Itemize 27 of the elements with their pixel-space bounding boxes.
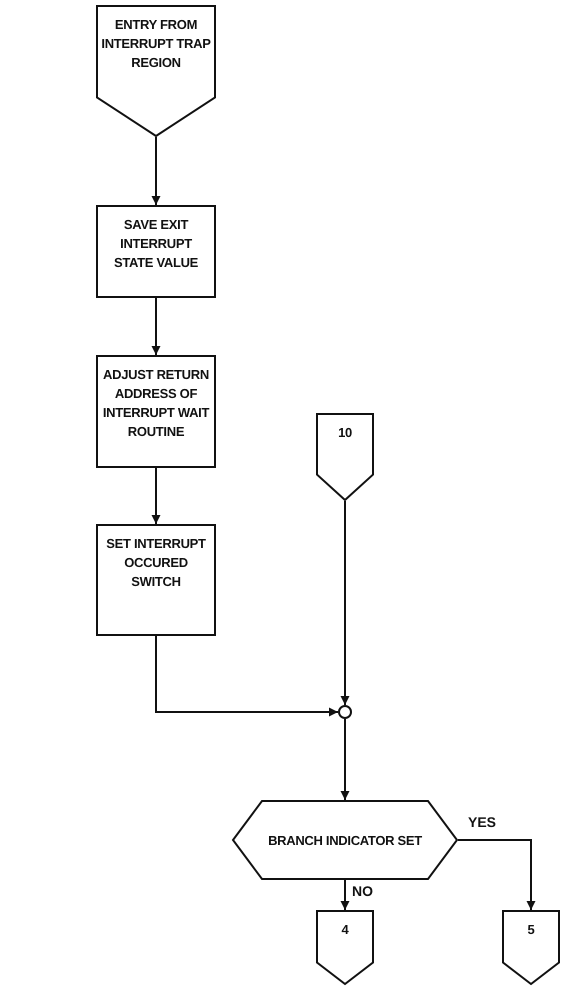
- process-box: [96, 524, 216, 636]
- off-page-connector: [502, 910, 560, 985]
- arrow: [155, 636, 338, 716]
- arrow: [152, 298, 160, 355]
- off-page-connector: [316, 413, 374, 501]
- node-label: 4: [342, 921, 348, 939]
- decision-hexagon: [232, 800, 458, 880]
- edge-label: NO: [350, 883, 375, 899]
- off-page-connector: [96, 5, 216, 137]
- arrow: [340, 501, 350, 705]
- process-box: [96, 355, 216, 468]
- junction-circle: [338, 705, 352, 719]
- node-label: 10: [338, 424, 352, 442]
- node-label: BRANCH INDICATOR SET: [268, 832, 422, 850]
- arrow: [340, 880, 350, 910]
- node-label: ENTRY FROM INTERRUPT TRAP REGION: [100, 16, 212, 72]
- arrow: [458, 839, 536, 910]
- arrow: [340, 719, 350, 800]
- process-box: [96, 205, 216, 298]
- arrow: [152, 468, 160, 524]
- node-label: 5: [528, 921, 534, 939]
- edge-label: YES: [466, 814, 498, 830]
- node-label: SAVE EXIT INTERRUPT STATE VALUE: [112, 216, 200, 272]
- node-label: ADJUST RETURN ADDRESS OF INTERRUPT WAIT ROUTINE: [102, 366, 210, 441]
- node-label: SET INTERRUPT OCCURED SWITCH: [105, 535, 207, 591]
- off-page-connector: [316, 910, 374, 985]
- arrow: [152, 137, 160, 205]
